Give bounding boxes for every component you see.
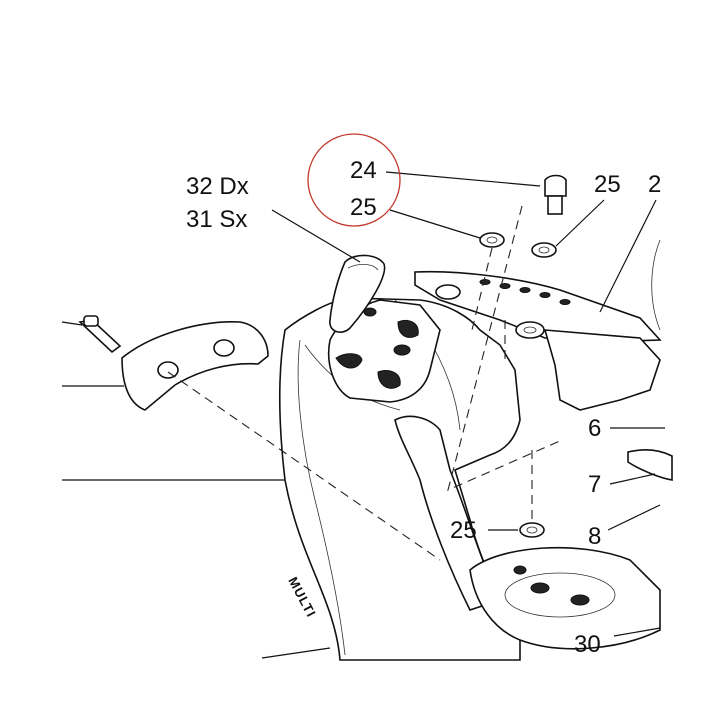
bolt-24-part [544, 174, 567, 215]
callout-31-sx: 31 Sx [186, 206, 247, 233]
handle-grip-part [329, 254, 386, 333]
callout-2-partial: 2 [648, 171, 661, 198]
panel-slots [479, 279, 571, 305]
callout-labels: 32 Dx 31 Sx 24 25 25 2 6 7 8 25 30 [186, 157, 661, 658]
callout-25-upper-left: 25 [350, 194, 377, 221]
assembly-lines [167, 205, 563, 561]
top-panel-part [327, 299, 441, 403]
callout-7: 7 [588, 471, 601, 498]
base-plate-part [469, 546, 661, 650]
leader-lines [61, 171, 665, 659]
callout-24: 24 [350, 157, 377, 184]
body-lettering: MULTI [285, 574, 319, 620]
right-mount-parts [414, 239, 673, 481]
callout-8: 8 [588, 523, 601, 550]
highlight-circle [307, 133, 401, 227]
callout-6: 6 [588, 415, 601, 442]
callout-32-dx: 32 Dx [186, 173, 249, 200]
callout-30: 30 [574, 631, 601, 658]
callout-25-upper-right: 25 [594, 171, 621, 198]
callout-25-bottom: 25 [450, 517, 477, 544]
washers-25 [435, 232, 557, 538]
left-bracket-part [78, 315, 269, 411]
